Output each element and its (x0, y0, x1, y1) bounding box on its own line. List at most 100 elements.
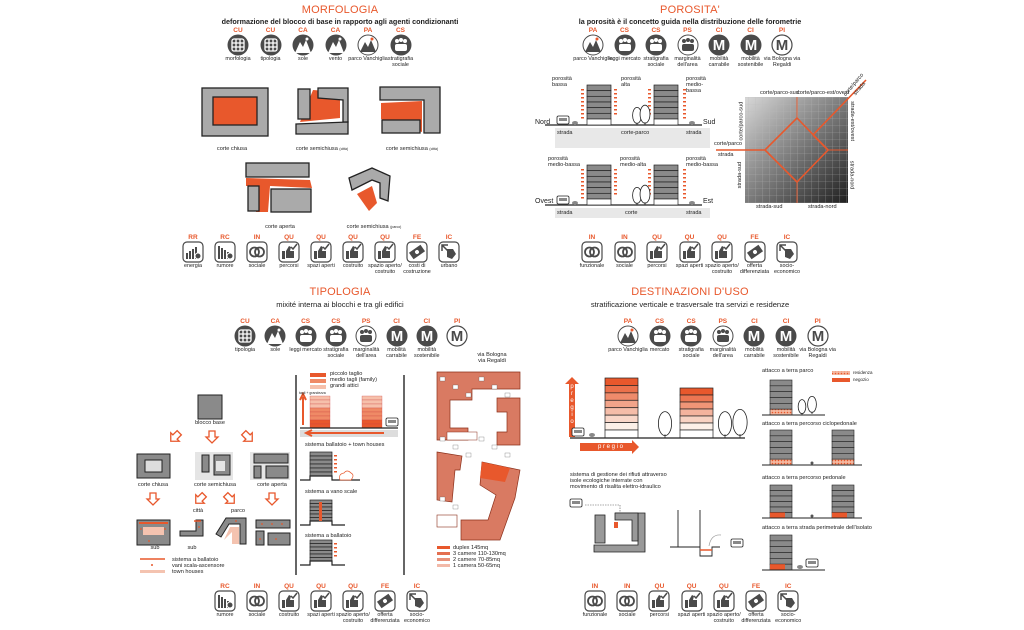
cut-floor (361, 407, 383, 413)
indicator-code: CS (651, 27, 661, 34)
bus-window (559, 118, 567, 121)
ground-label: strada (686, 210, 702, 216)
ground-label: strada (686, 130, 702, 136)
rings-icon (584, 590, 606, 612)
block-shape (265, 465, 289, 479)
indicator-code: CS (655, 318, 665, 325)
building-floor (831, 441, 855, 448)
building-floor (604, 385, 639, 394)
indicator-label: tipologia (234, 347, 256, 353)
porosity-matrix (716, 79, 867, 203)
porosity-mark (581, 97, 584, 99)
indicator-label: costruito (278, 612, 300, 618)
porosity-mark (334, 471, 337, 473)
building-floor (831, 435, 855, 442)
porosity-mark (683, 169, 686, 171)
money-icon (745, 590, 767, 612)
block-shape (253, 453, 289, 464)
indicator-label: percorsi (279, 263, 299, 269)
building-floor (831, 458, 855, 466)
noise-icon (214, 590, 236, 612)
porosity-mark (648, 173, 651, 175)
legend-label: piccolo taglio (330, 371, 363, 377)
block-shape (255, 519, 291, 529)
pregio-arrow-up (565, 377, 579, 437)
shape-note: (parco) (390, 225, 402, 229)
indicator-label: mobilità sostenibile (773, 347, 799, 359)
building-floor (831, 453, 855, 460)
building-floor (769, 484, 793, 491)
block-shape (614, 512, 639, 542)
block-void (216, 461, 225, 471)
porosity-mark (648, 101, 651, 103)
legend-label: town houses (172, 569, 204, 575)
arrow-icon (264, 492, 280, 506)
shape-label-text: corte semichiusa (346, 224, 389, 230)
indicator-code: PA (588, 27, 598, 34)
cut-floor (309, 399, 331, 405)
stair-core (319, 502, 322, 521)
indicator-code: QU (284, 583, 294, 590)
indicator-people: CS stratigrafia sociale (641, 27, 671, 68)
porosity-mark (648, 169, 651, 171)
tree-label: corte chiusa (137, 482, 169, 488)
plan-legend-swatch (437, 558, 450, 561)
stair-dot (235, 520, 237, 522)
shape-note: (città) (339, 147, 349, 151)
stair-dot (140, 528, 142, 530)
bus-window (572, 501, 580, 504)
indicator-label: percorsi (649, 612, 669, 618)
thumb-icon (310, 590, 332, 612)
stair-dot (281, 523, 283, 525)
building-base (679, 429, 714, 439)
destinazioni-subtitle: stratificazione verticale e trasversale … (590, 300, 790, 309)
indicator-code: CA (298, 27, 308, 34)
building-floor (309, 463, 333, 469)
grid-icon (234, 325, 256, 347)
thumb-icon (680, 590, 703, 612)
porosity-mark (614, 113, 617, 115)
legend-label: residenza (853, 370, 873, 375)
building-floor (586, 175, 612, 183)
thumb-icon (678, 241, 701, 263)
ground-label: corte-parco (621, 130, 650, 136)
plan-legend-swatch (437, 546, 450, 549)
porosity-mark (614, 189, 617, 191)
indicator-label: via Bologna via Regaldi (763, 56, 801, 68)
building-floor (769, 408, 793, 416)
apartment-plan (460, 461, 521, 541)
tipologia-diagram (136, 371, 521, 573)
porosity-mark (614, 97, 617, 99)
legend-label: vani scala-ascensore (172, 563, 225, 569)
stair-core (504, 392, 511, 398)
shape-note: (città) (429, 147, 439, 151)
indicator-label: spazio aperto/ costruito (705, 263, 739, 275)
shape-label: corte semichiusa (città) (386, 146, 438, 152)
rings-icon (246, 241, 268, 263)
porosity-mark (683, 185, 686, 187)
porosity-matrix-path (716, 79, 867, 203)
porosity-mark (614, 181, 617, 183)
indicator-label: stratigrafia sociale (643, 56, 669, 68)
legend-swatch (310, 373, 326, 377)
stair-dot (275, 538, 277, 540)
park-icon (357, 34, 379, 56)
porosity-mark (334, 459, 337, 461)
block-shape (253, 465, 262, 479)
porosity-mark (581, 197, 584, 199)
building-floor (309, 459, 333, 465)
plan-legend-swatch (437, 564, 450, 567)
indicator-thumb: QU costruito (274, 583, 304, 618)
